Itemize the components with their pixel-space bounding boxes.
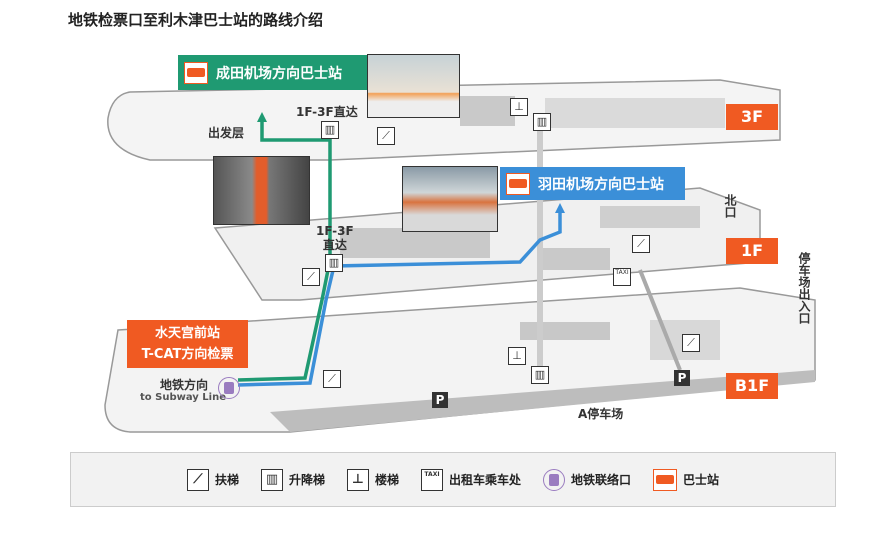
legend-label: 楼梯	[374, 473, 399, 487]
legend-subway: 地铁联络口	[543, 468, 632, 491]
departure-label: 出发层	[208, 126, 245, 140]
direct-1f-label: 1F-3F 直达	[316, 224, 354, 252]
direct-3f-label: 1F-3F直达	[296, 105, 358, 119]
legend-label: 巴士站	[683, 473, 720, 487]
taxi-icon: TAXI	[613, 268, 631, 286]
narita-bus-label: 成田机场方向巴士站	[178, 55, 368, 90]
tcat-label: 水天宫前站 T-CAT方向检票	[127, 320, 248, 368]
elevator-icon: ▥	[260, 468, 283, 491]
subway-direction-en: to Subway Line	[140, 392, 226, 403]
tcat-text: T-CAT方向检票	[141, 347, 234, 362]
subway-icon	[218, 377, 240, 399]
escalator-icon: ⟋	[323, 370, 341, 388]
narita-bus-text: 成田机场方向巴士站	[216, 65, 342, 82]
legend-stairs: ⊥ 楼梯	[346, 468, 399, 491]
legend-label: 扶梯	[214, 473, 239, 487]
escalator-icon: ⟋	[632, 235, 650, 253]
bus-icon	[184, 61, 208, 84]
legend-bus: 巴士站	[653, 468, 720, 491]
escalator-icon: ⟋	[302, 268, 320, 286]
legend: ⟋ 扶梯 ▥ 升降梯 ⊥ 楼梯 TAXI 出租车乘车处 地铁联络口 巴士站	[70, 452, 836, 507]
elevator-icon: ▥	[533, 113, 551, 131]
direct-1f-line2: 直达	[322, 238, 347, 252]
escalator-icon: ⟋	[186, 468, 209, 491]
floor-tag-1f: 1F	[726, 238, 778, 264]
elevator-icon: ▥	[321, 121, 339, 139]
elevator-icon: ▥	[325, 254, 343, 272]
legend-label: 地铁联络口	[571, 473, 632, 487]
escalator-icon: ⟋	[377, 127, 395, 145]
haneda-bus-text: 羽田机场方向巴士站	[538, 176, 664, 193]
escalator-icon: ⟋	[682, 334, 700, 352]
parking-icon: P	[432, 392, 448, 408]
suitengumae-text: 水天宫前站	[154, 326, 220, 341]
page-title: 地铁检票口至利木津巴士站的路线介绍	[68, 11, 324, 29]
parking-a-label: A停车场	[578, 407, 624, 421]
bus-icon	[653, 468, 678, 491]
floor-tag-3f: 3F	[726, 104, 778, 130]
subway-icon	[543, 468, 566, 491]
direct-1f-line1: 1F-3F	[316, 224, 354, 238]
legend-escalator: ⟋ 扶梯	[186, 468, 239, 491]
north-exit-label: 北口	[723, 194, 737, 218]
narita-bus-photo	[367, 54, 460, 118]
stairs-icon: ⊥	[346, 468, 369, 491]
legend-label: 升降梯	[288, 473, 325, 487]
bus-icon	[506, 172, 530, 195]
legend-label: 出租车乘车处	[449, 473, 522, 487]
elevator-photo	[213, 156, 310, 225]
taxi-icon: TAXI	[421, 468, 443, 491]
elevator-icon: ▥	[531, 366, 549, 384]
haneda-bus-label: 羽田机场方向巴士站	[500, 167, 685, 200]
parking-exit-label: 停车场出入口	[797, 252, 811, 324]
floor-tag-b1f: B1F	[726, 373, 778, 399]
haneda-bus-photo	[402, 166, 498, 232]
stairs-icon: ⊥	[508, 347, 526, 365]
legend-elevator: ▥ 升降梯	[260, 468, 325, 491]
stairs-icon: ⊥	[510, 98, 528, 116]
subway-direction-label: 地铁方向	[160, 378, 209, 392]
legend-taxi: TAXI 出租车乘车处	[421, 468, 522, 491]
parking-icon: P	[674, 370, 690, 386]
route-blue	[237, 210, 562, 387]
